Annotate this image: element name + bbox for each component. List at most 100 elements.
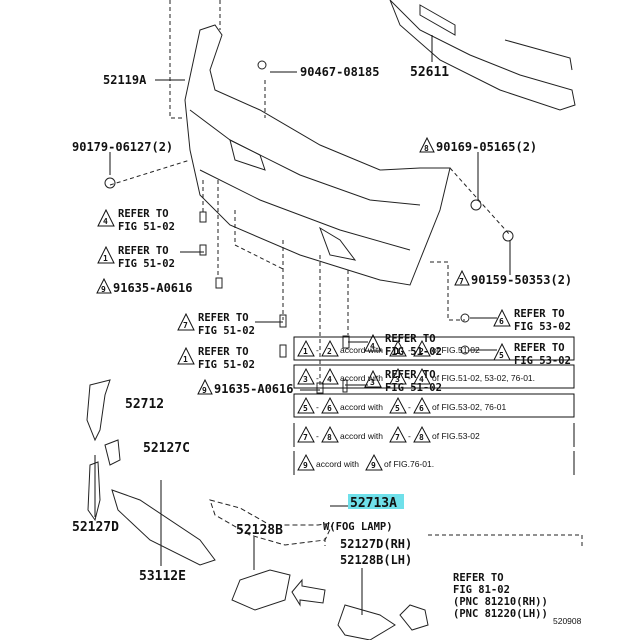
note-separator: - — [316, 431, 319, 441]
note-triangle-icon — [389, 425, 407, 443]
note-triangle-number: 3 — [395, 375, 400, 384]
note-triangle-number: 4 — [327, 375, 332, 384]
bumper-reinforcement-drawing — [389, 0, 576, 111]
svg-text:FIG 51-02: FIG 51-02 — [198, 359, 255, 371]
note-separator: - — [316, 345, 319, 355]
svg-text:7: 7 — [459, 277, 464, 286]
svg-text:REFER TO: REFER TO — [118, 208, 169, 220]
svg-text:FIG 51-02: FIG 51-02 — [118, 221, 175, 233]
svg-text:REFER TO: REFER TO — [198, 312, 249, 324]
svg-text:REFER TO: REFER TO — [514, 308, 565, 320]
svg-text:REFER TO: REFER TO — [198, 346, 249, 358]
part-label-90169-05165: 8 90169-05165(2) — [419, 136, 537, 154]
bolt-icon — [257, 60, 267, 70]
note-triangle-number: 2 — [327, 347, 332, 356]
note-separator: - — [316, 402, 319, 412]
lower-parts-drawing — [86, 379, 429, 640]
note-separator: - — [408, 373, 411, 383]
svg-text:4: 4 — [370, 342, 375, 351]
svg-text:90159-50353(2): 90159-50353(2) — [471, 273, 572, 287]
note-text: of FIG.53-02 — [432, 431, 480, 441]
clip-icon — [502, 230, 514, 242]
note-triangle-number: 6 — [419, 404, 424, 413]
svg-text:(PNC 81210(RH)): (PNC 81210(RH)) — [453, 596, 548, 608]
note-triangle-icon — [321, 425, 339, 443]
note-text: accord with — [340, 402, 383, 412]
fog-lamp-refer-callout[interactable]: REFER TO FIG 81-02 (PNC 81210(RH)) (PNC … — [453, 572, 548, 620]
svg-text:8: 8 — [424, 144, 429, 153]
note-triangle-number: 9 — [371, 461, 376, 470]
note-triangle-icon — [413, 396, 431, 414]
svg-text:7: 7 — [183, 321, 188, 330]
part-label-52128b-lh: 52128B(LH) — [340, 553, 412, 567]
svg-text:REFER TO: REFER TO — [385, 369, 436, 381]
note-triangle-icon — [297, 453, 315, 471]
part-label-52128b: 52128B — [236, 523, 283, 538]
part-label-90467-08185: 90467-08185 — [300, 65, 379, 79]
svg-text:91635-A0616: 91635-A0616 — [113, 281, 192, 295]
diagram-code: 520908 — [553, 616, 582, 626]
part-label-52713a[interactable]: 52713A — [350, 496, 397, 511]
clip-icon — [470, 199, 482, 211]
svg-text:FIG 81-02: FIG 81-02 — [453, 584, 510, 596]
note-text: accord with — [340, 373, 383, 383]
note-triangle-icon — [413, 425, 431, 443]
svg-text:FIG 53-02: FIG 53-02 — [514, 355, 571, 367]
note-triangle-icon — [413, 367, 431, 385]
svg-text:REFER TO: REFER TO — [453, 572, 504, 584]
svg-text:REFER TO: REFER TO — [118, 245, 169, 257]
note-separator: - — [408, 402, 411, 412]
svg-text:3: 3 — [370, 378, 375, 387]
note-triangle-number: 5 — [303, 404, 308, 413]
note-triangle-icon — [365, 453, 383, 471]
note-text: of FIG.76-01. — [384, 459, 434, 469]
clip-icon — [460, 345, 470, 355]
svg-text:FIG 53-02: FIG 53-02 — [514, 321, 571, 333]
screw-icon — [279, 344, 287, 358]
screw-icon — [342, 335, 350, 349]
note-separator: - — [316, 373, 319, 383]
svg-text:90169-05165(2): 90169-05165(2) — [436, 140, 537, 154]
note-triangle-number: 6 — [327, 404, 332, 413]
svg-text:REFER TO: REFER TO — [385, 333, 436, 345]
part-label-52127d-rh: 52127D(RH) — [340, 537, 412, 551]
part-label-90179-06127: 90179-06127(2) — [72, 140, 173, 154]
svg-text:9: 9 — [101, 285, 106, 294]
svg-text:FIG 51-02: FIG 51-02 — [118, 258, 175, 270]
note-text: of FIG.53-02, 76-01 — [432, 402, 506, 412]
svg-text:91635-A0616: 91635-A0616 — [214, 382, 293, 396]
note-triangle-icon — [297, 425, 315, 443]
part-label-52127d: 52127D — [72, 520, 119, 535]
note-text: accord with — [316, 459, 359, 469]
svg-text:6: 6 — [499, 317, 504, 326]
svg-text:5: 5 — [499, 351, 504, 360]
note-triangle-number: 7 — [395, 433, 400, 442]
part-label-53112e: 53112E — [139, 569, 186, 584]
screw-icon — [199, 244, 207, 256]
leader-lines — [94, 71, 511, 615]
note-triangle-number: 1 — [395, 347, 400, 356]
screw-icon — [342, 379, 348, 393]
note-triangle-icon — [389, 367, 407, 385]
part-label-52127c: 52127C — [143, 441, 190, 456]
part-label-52611: 52611 — [410, 65, 449, 80]
svg-text:4: 4 — [103, 217, 108, 226]
svg-text:FIG 51-02: FIG 51-02 — [385, 346, 442, 358]
svg-text:FIG 51-02: FIG 51-02 — [198, 325, 255, 337]
svg-text:1: 1 — [103, 254, 108, 263]
fog-lamp-title: W(FOG LAMP) — [323, 521, 393, 533]
part-label-52119a: 52119A — [103, 73, 147, 87]
note-triangle-number: 7 — [303, 433, 308, 442]
